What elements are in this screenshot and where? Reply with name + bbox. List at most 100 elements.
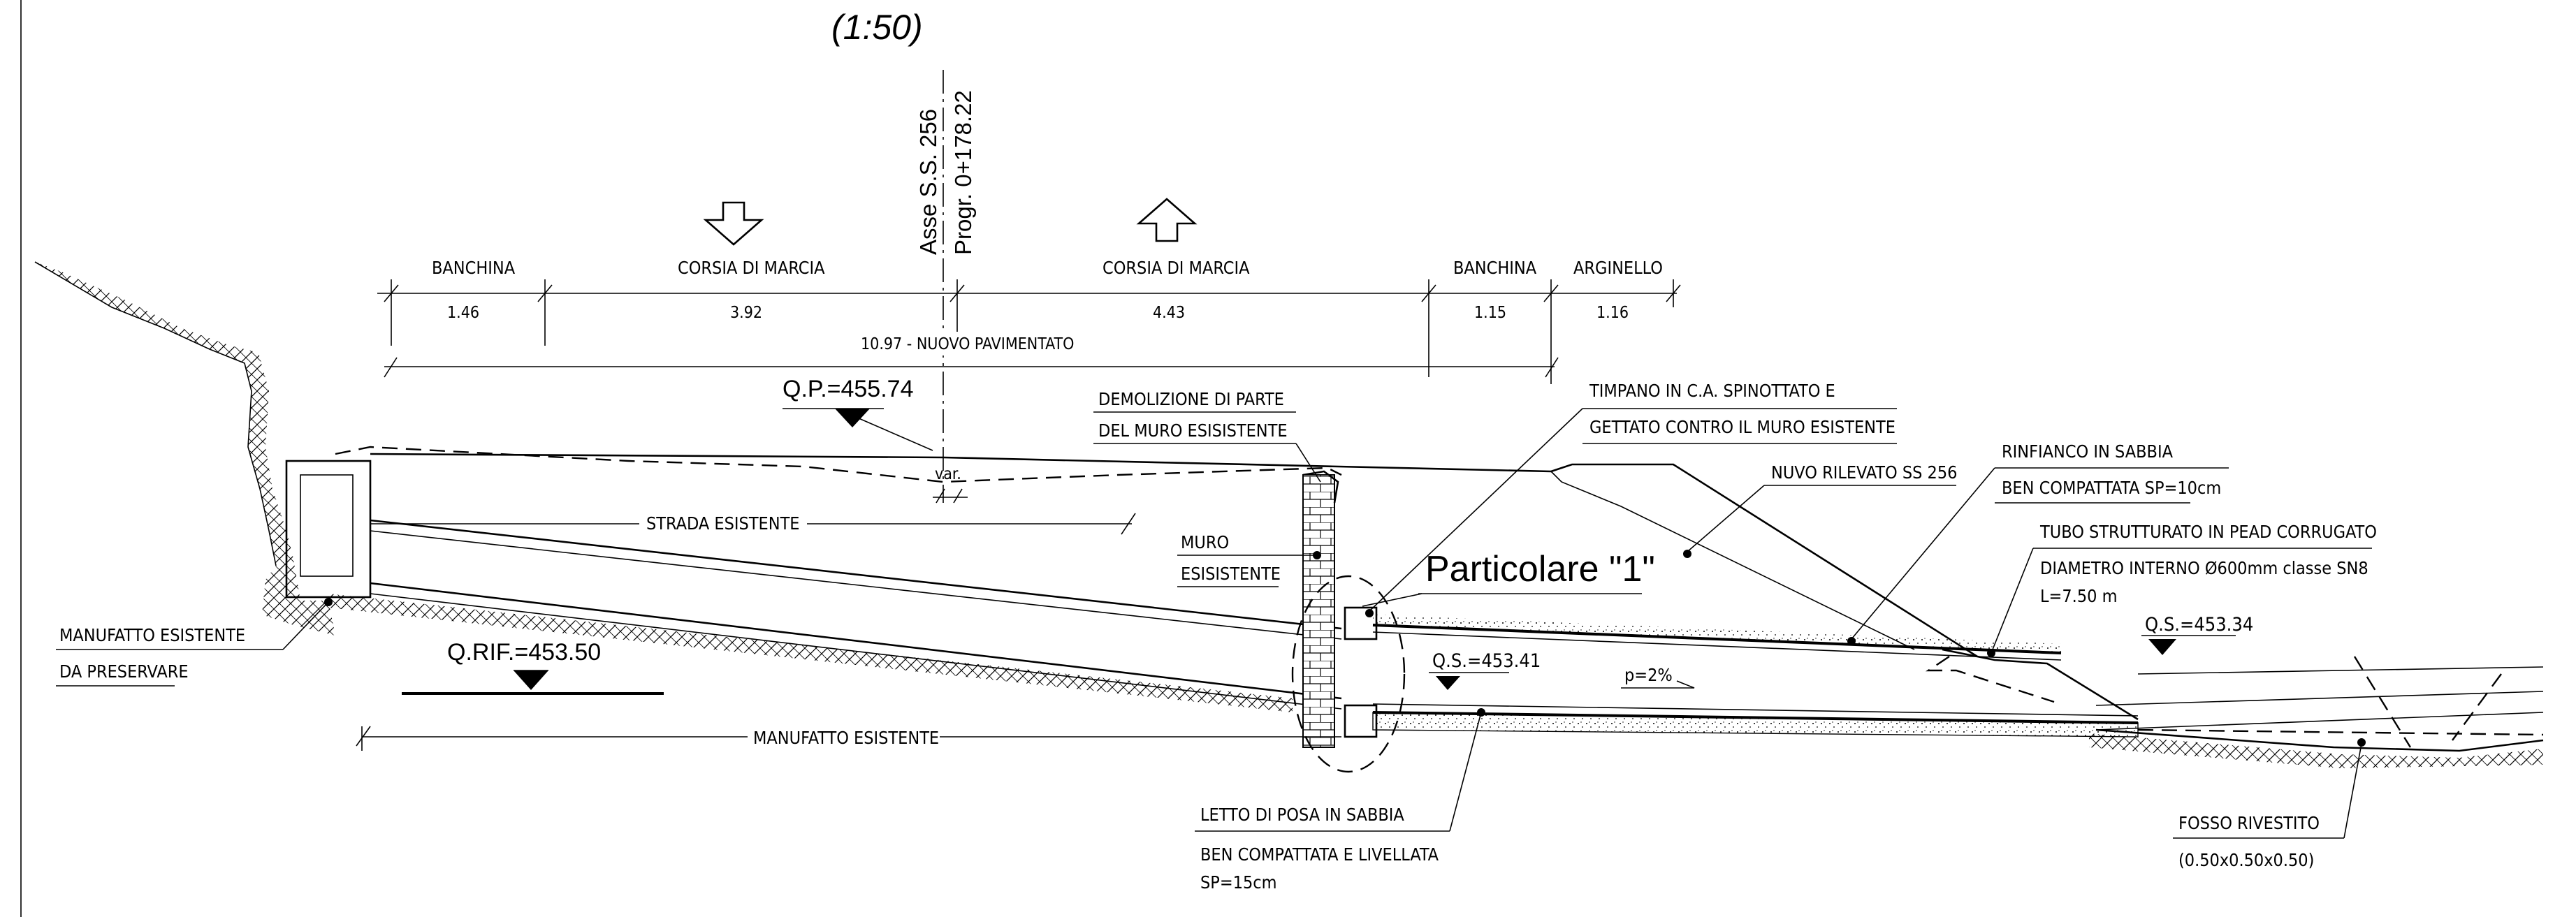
section-width-5: 1.16 [1596, 304, 1629, 322]
pipe-top-inner [1372, 631, 2062, 661]
ditch-dashed [2353, 656, 2502, 748]
existing-wall [1302, 474, 1335, 748]
pavement-total-label: 10.97 - NUOVO PAVIMENTATO [861, 335, 1074, 353]
ground-line-a [2095, 712, 2544, 731]
culvert-top-inner [370, 530, 1342, 640]
existing-road-label-bg [639, 510, 807, 534]
pipe-note-2: DIAMETRO INTERNO Ø600mm classe SN8 [2040, 558, 2368, 578]
pipe-leader-dot [1987, 649, 1995, 657]
var-tick-2 [953, 488, 963, 504]
existing-road-tick [1121, 513, 1136, 535]
section-label-5: ARGINELLO [1573, 258, 1663, 278]
section-label-1: BANCHINA [432, 258, 516, 278]
pipe-note-3: L=7.50 m [2040, 586, 2118, 606]
embankment-leader [1687, 485, 1765, 552]
backfill-note-2: BEN COMPATTATA SP=10cm [2002, 478, 2221, 498]
culvert-label-bg [748, 725, 940, 749]
pipe-bottom-inner [1372, 703, 2139, 717]
ground-line-b [2095, 691, 2544, 706]
section-label-2: CORSIA DI MARCIA [678, 258, 825, 278]
elevation-qs-outlet: Q.S.=453.34 [2145, 614, 2253, 636]
detail-1-ellipse [1291, 575, 1406, 773]
left-terrain-hatch [35, 262, 335, 636]
embankment-dashed [1926, 656, 2055, 703]
pavement-tick-right [1545, 357, 1559, 378]
qs-outlet-marker-icon [2148, 639, 2176, 655]
existing-road-label: STRADA ESISTENTE [646, 513, 800, 534]
pipe-leader [1991, 548, 2034, 654]
ground-line-c [2137, 666, 2544, 675]
existing-road-dashed [335, 446, 1342, 483]
qrif-marker-icon [514, 670, 548, 690]
ditch-note-2: (0.50x0.50x0.50) [2178, 850, 2314, 870]
elevation-qs-inlet: Q.S.=453.41 [1432, 650, 1541, 672]
preserve-note-2: DA PRESERVARE [59, 661, 189, 682]
sand-backfill [1373, 615, 2061, 653]
existing-culvert-opening [300, 474, 354, 577]
pipe-note-1: TUBO STRUTTURATO IN PEAD CORRUGATO [2039, 522, 2377, 542]
wall-leader-dot [1313, 551, 1321, 559]
culvert-bottom-inner [370, 593, 1342, 710]
var-tick-1 [936, 488, 945, 504]
bedding-note-1: LETTO DI POSA IN SABBIA [1200, 805, 1404, 825]
var-label: var. [935, 465, 961, 483]
axis-progressive: Progr. 0+178.22 [950, 90, 976, 255]
embankment-note: NUVO RILEVATO SS 256 [1771, 462, 1957, 483]
section-label-3: CORSIA DI MARCIA [1103, 258, 1250, 278]
section-width-1: 1.46 [447, 304, 479, 322]
culvert-top-line [370, 519, 1342, 630]
demolition-leader [1295, 443, 1321, 483]
elevation-qp: Q.P.=455.74 [783, 376, 913, 402]
embankment-slope [1550, 463, 1978, 658]
backfill-leader [1851, 467, 1995, 640]
culvert-dim-slash [356, 726, 371, 747]
existing-culvert-label: MANUFATTO ESISTENTE [753, 728, 939, 748]
left-terrain-line [34, 261, 277, 566]
qs-inlet-marker-icon [1436, 676, 1460, 690]
wall-cap [1302, 470, 1339, 504]
arrow-down-icon [703, 201, 764, 246]
preserve-note-1: MANUFATTO ESISTENTE [59, 625, 245, 645]
backfill-note-1: RINFIANCO IN SABBIA [2002, 441, 2174, 462]
embankment-leader-dot [1683, 550, 1691, 558]
culvert-bottom-line [370, 582, 1342, 700]
elevation-qrif: Q.RIF.=453.50 [447, 639, 601, 666]
pavement-label-bg [856, 332, 1086, 355]
ditch-note-1: FOSSO RIVESTITO [2178, 813, 2320, 833]
tympanum-note-1: TIMPANO IN C.A. SPINOTTATO E [1589, 381, 1835, 401]
sand-bedding [1372, 712, 2139, 738]
bedding-leader [1449, 712, 1482, 832]
detail-1-label: Particolare "1" [1425, 549, 1655, 589]
right-ground-line [2095, 728, 2544, 752]
slope-arrow [1621, 680, 1695, 689]
preserve-leader [282, 601, 329, 650]
section-label-4: BANCHINA [1453, 258, 1537, 278]
tympanum-note-2: GETTATO CONTRO IL MURO ESISTENTE [1589, 417, 1895, 437]
qp-marker-icon [835, 409, 870, 427]
embankment-toe [1942, 648, 2139, 721]
tympanum-leader-dot [1365, 609, 1374, 617]
bedding-leader-dot [1477, 708, 1485, 717]
arrow-up-icon [1136, 198, 1198, 242]
axis-name: Asse S.S. 256 [915, 109, 941, 255]
scale-label: (1:50) [831, 8, 923, 47]
culvert-bottom-hatch [328, 594, 1293, 712]
bedding-note-2: BEN COMPATTATA E LIVELLATA [1200, 844, 1439, 865]
right-ground-hatch [2089, 733, 2543, 768]
existing-culvert-head [285, 460, 372, 599]
tympanum-outline [1550, 471, 1915, 650]
bedding-note-3: SP=15cm [1200, 872, 1277, 893]
ditch-leader-dot [2357, 738, 2366, 747]
section-width-2: 3.92 [730, 304, 762, 322]
ditch-base-dashed [2137, 728, 2544, 736]
tympanum-leader [1369, 408, 1583, 612]
qp-leader [852, 415, 933, 451]
section-width-3: 4.43 [1153, 304, 1185, 322]
backfill-leader-dot [1847, 637, 1856, 645]
demolition-note-1: DEMOLIZIONE DI PARTE [1098, 389, 1284, 409]
wall-note-1: MURO [1181, 532, 1229, 552]
slope-label: p=2% [1624, 665, 1673, 685]
pavement-tick-left [384, 357, 398, 378]
demolition-note-2: DEL MURO ESISISTENTE [1098, 420, 1288, 441]
